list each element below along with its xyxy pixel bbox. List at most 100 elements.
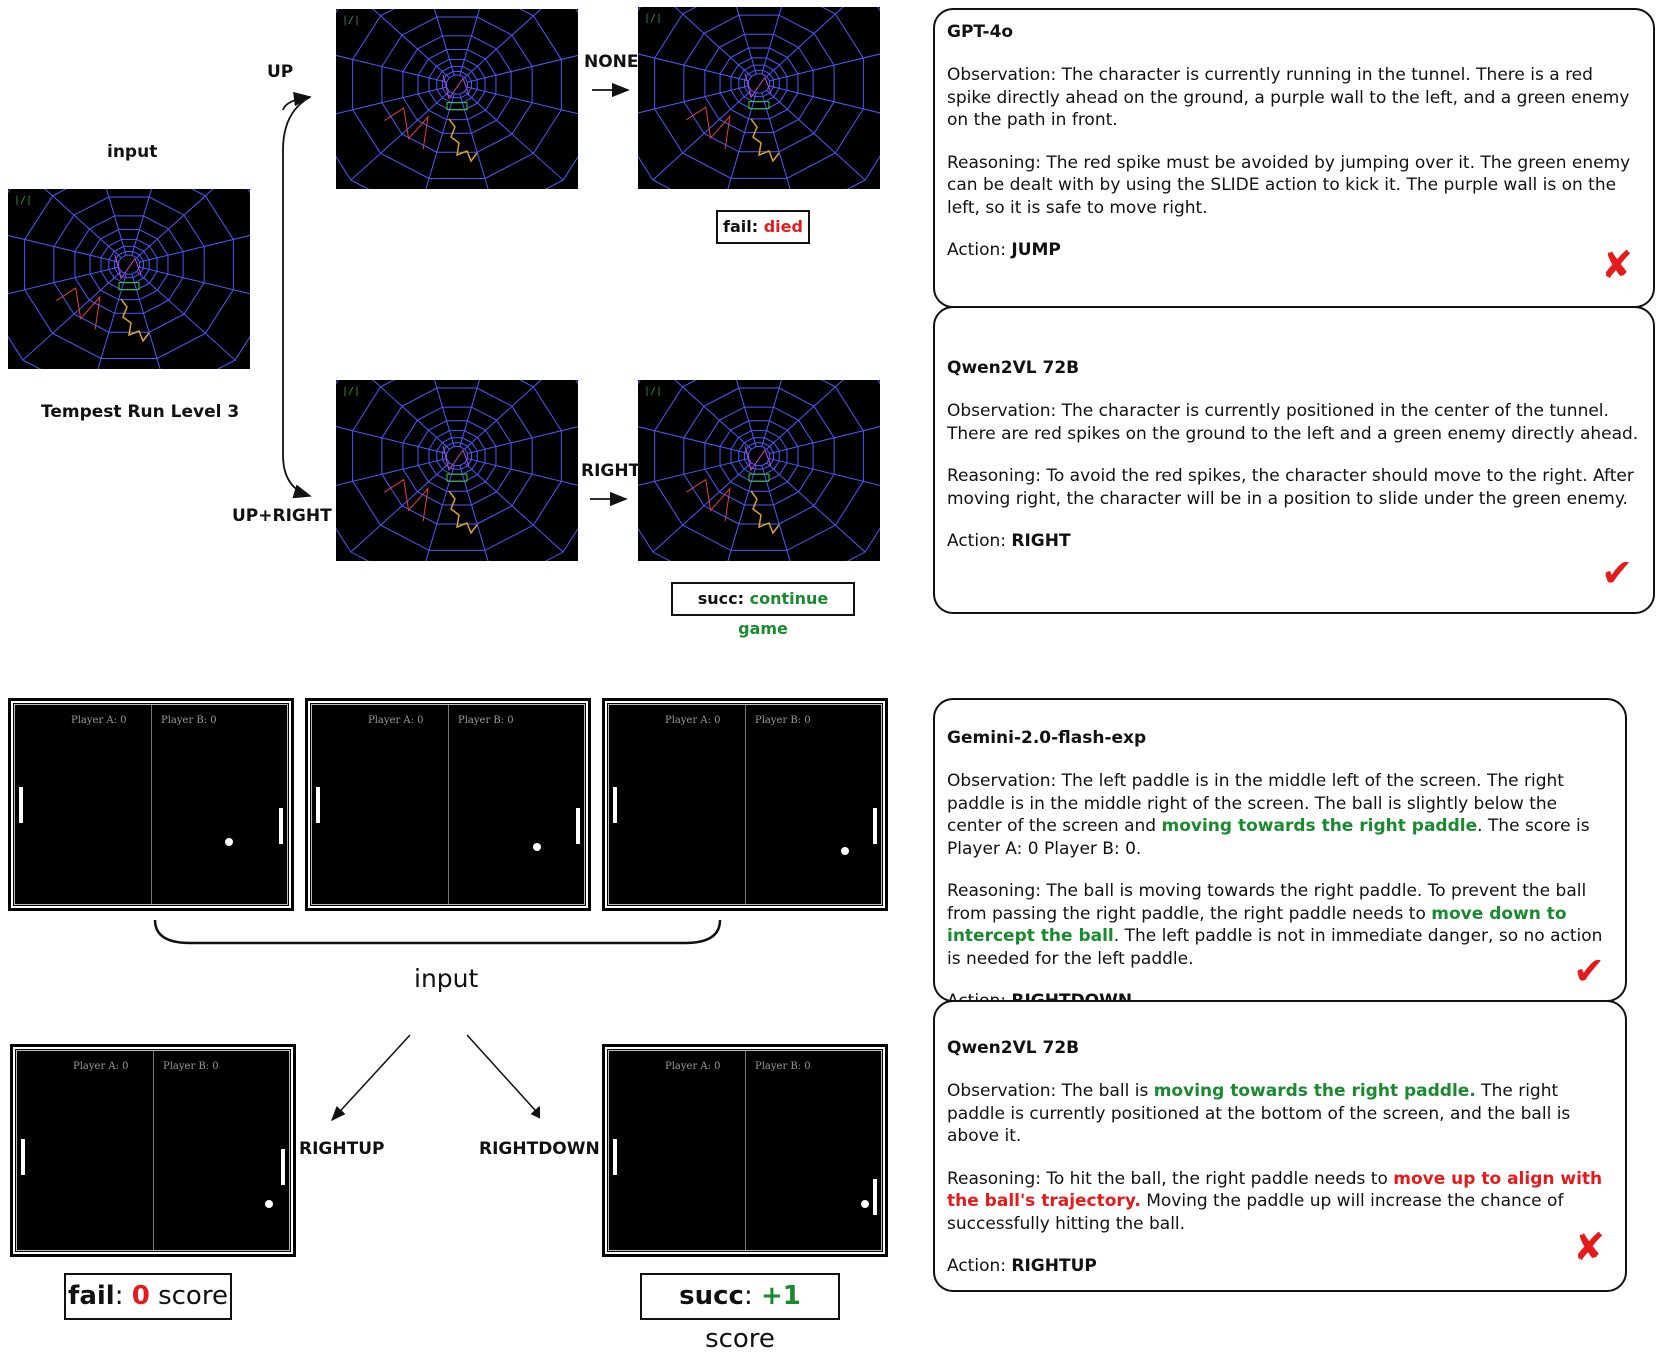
- purple-wall: [442, 74, 470, 100]
- score-player-a: Player A: 0: [665, 1061, 721, 1072]
- right-paddle: [873, 808, 877, 844]
- card-observation: Observation: The ball is moving towards …: [947, 1081, 1571, 1146]
- card-observation: Observation: The character is currently …: [947, 65, 1630, 130]
- green-enemy: [748, 473, 770, 482]
- score-player-b: Player B: 0: [161, 715, 217, 726]
- score-player-a: Player A: 0: [665, 715, 721, 726]
- branch-rightdown-label: RIGHTDOWN: [479, 1139, 600, 1159]
- score-player-a: Player A: 0: [71, 715, 127, 726]
- left-paddle: [19, 787, 23, 823]
- ball: [225, 838, 233, 846]
- tunnel-wireframe: |/|: [336, 9, 578, 189]
- center-line: [153, 1051, 154, 1250]
- ball: [265, 1200, 273, 1208]
- card-model-name: GPT-4o: [947, 22, 1014, 42]
- center-line: [151, 705, 152, 904]
- card-action: Action: RIGHTUP: [947, 1256, 1097, 1276]
- cross-mark-icon: ✘: [1601, 243, 1633, 287]
- hud-marker: |/|: [342, 15, 360, 26]
- tunnel-wireframe: |/|: [638, 380, 880, 561]
- runner-character: [448, 490, 478, 535]
- next-right-label: RIGHT: [581, 461, 641, 481]
- tempest-succ-box: succ: continue game: [671, 582, 855, 638]
- tempest-arrows: [282, 82, 630, 507]
- card-action: Action: RIGHT: [947, 531, 1071, 551]
- pong-input-frame-2: Player A: 0 Player B: 0: [305, 698, 591, 911]
- red-spike: [56, 287, 101, 330]
- green-enemy: [446, 102, 468, 111]
- hud-marker: |/|: [644, 13, 662, 24]
- pong-result-succ-frame: Player A: 0 Player B: 0: [602, 1044, 888, 1257]
- card-gpt4o: GPT-4o Observation: The character is cur…: [933, 8, 1655, 308]
- ball: [861, 1200, 869, 1208]
- tunnel-wireframe: |/|: [638, 7, 880, 189]
- green-enemy: [118, 282, 140, 291]
- arrow-rightup: [330, 1034, 411, 1122]
- right-paddle: [279, 808, 283, 844]
- card-gemini: Gemini-2.0-flash-exp Observation: The le…: [933, 698, 1627, 1011]
- pong-input-frame-1: Player A: 0 Player B: 0: [8, 698, 294, 911]
- branch-up-label: UP: [267, 62, 294, 82]
- succ-text: continue game: [738, 589, 829, 638]
- succ-prefix: succ:: [697, 589, 745, 608]
- card-model-name: Gemini-2.0-flash-exp: [947, 728, 1147, 748]
- purple-wall: [442, 445, 470, 472]
- tunnel-wireframe: |/|: [8, 189, 250, 369]
- runner-character: [750, 490, 780, 535]
- tempest-input-label: input: [107, 142, 158, 162]
- card-qwen-tempest: Qwen2VL 72B Observation: The character i…: [933, 306, 1655, 614]
- runner-character: [750, 118, 780, 163]
- fail-score-value: 0: [131, 1281, 150, 1311]
- fail-text: died: [763, 217, 803, 236]
- tunnel-wireframe: |/|: [336, 380, 578, 561]
- next-none-label: NONE: [584, 52, 639, 72]
- tempest-game-label: Tempest Run Level 3: [41, 402, 240, 422]
- ball: [841, 847, 849, 855]
- pong-input-frame-3: Player A: 0 Player B: 0: [602, 698, 888, 911]
- pong-result-fail-frame: Player A: 0 Player B: 0: [10, 1044, 296, 1257]
- tempest-upright-frame: |/|: [336, 380, 578, 561]
- left-paddle: [613, 787, 617, 823]
- hud-marker: |/|: [342, 386, 360, 397]
- tempest-up-frame: |/|: [336, 9, 578, 189]
- card-reasoning: Reasoning: The red spike must be avoided…: [947, 152, 1631, 218]
- center-line: [745, 705, 746, 904]
- input-brace: [153, 919, 722, 945]
- check-mark-icon: ✔: [1573, 949, 1605, 993]
- pong-fail-box: fail: 0 score: [64, 1273, 232, 1320]
- pong-input-label: input: [414, 964, 479, 993]
- center-line: [448, 705, 449, 904]
- hud-marker: |/|: [14, 195, 32, 206]
- check-mark-icon: ✔: [1601, 551, 1633, 595]
- left-paddle: [316, 787, 320, 823]
- runner-character: [120, 298, 150, 343]
- ball: [533, 843, 541, 851]
- score-player-a: Player A: 0: [73, 1061, 129, 1072]
- card-observation: Observation: The character is currently …: [947, 401, 1639, 444]
- purple-wall: [744, 73, 772, 99]
- red-spike: [686, 478, 731, 522]
- score-player-b: Player B: 0: [163, 1061, 219, 1072]
- card-reasoning: Reasoning: To avoid the red spikes, the …: [947, 466, 1634, 509]
- succ-score-value: +1: [760, 1281, 801, 1311]
- green-enemy: [446, 473, 468, 482]
- tempest-fail-box: fail: died: [716, 210, 810, 244]
- branch-upright-label: UP+RIGHT: [232, 506, 332, 526]
- score-player-b: Player B: 0: [458, 715, 514, 726]
- card-observation: Observation: The left paddle is in the m…: [947, 771, 1590, 859]
- cross-mark-icon: ✘: [1573, 1225, 1605, 1269]
- branch-curve-start: [282, 91, 312, 111]
- action-value: RIGHT: [1011, 531, 1071, 551]
- fail-score-unit: score: [158, 1281, 228, 1311]
- runner-character: [448, 118, 478, 163]
- right-paddle: [576, 808, 580, 844]
- action-value: RIGHTUP: [1011, 1256, 1097, 1276]
- red-spike: [686, 106, 731, 150]
- pong-arrows: [330, 1034, 540, 1122]
- card-reasoning: Reasoning: To hit the ball, the right pa…: [947, 1168, 1603, 1234]
- fail-prefix: fail: [68, 1281, 115, 1311]
- left-paddle: [613, 1139, 617, 1175]
- green-enemy: [748, 101, 770, 110]
- red-spike: [384, 478, 429, 522]
- hud-marker: |/|: [644, 386, 662, 397]
